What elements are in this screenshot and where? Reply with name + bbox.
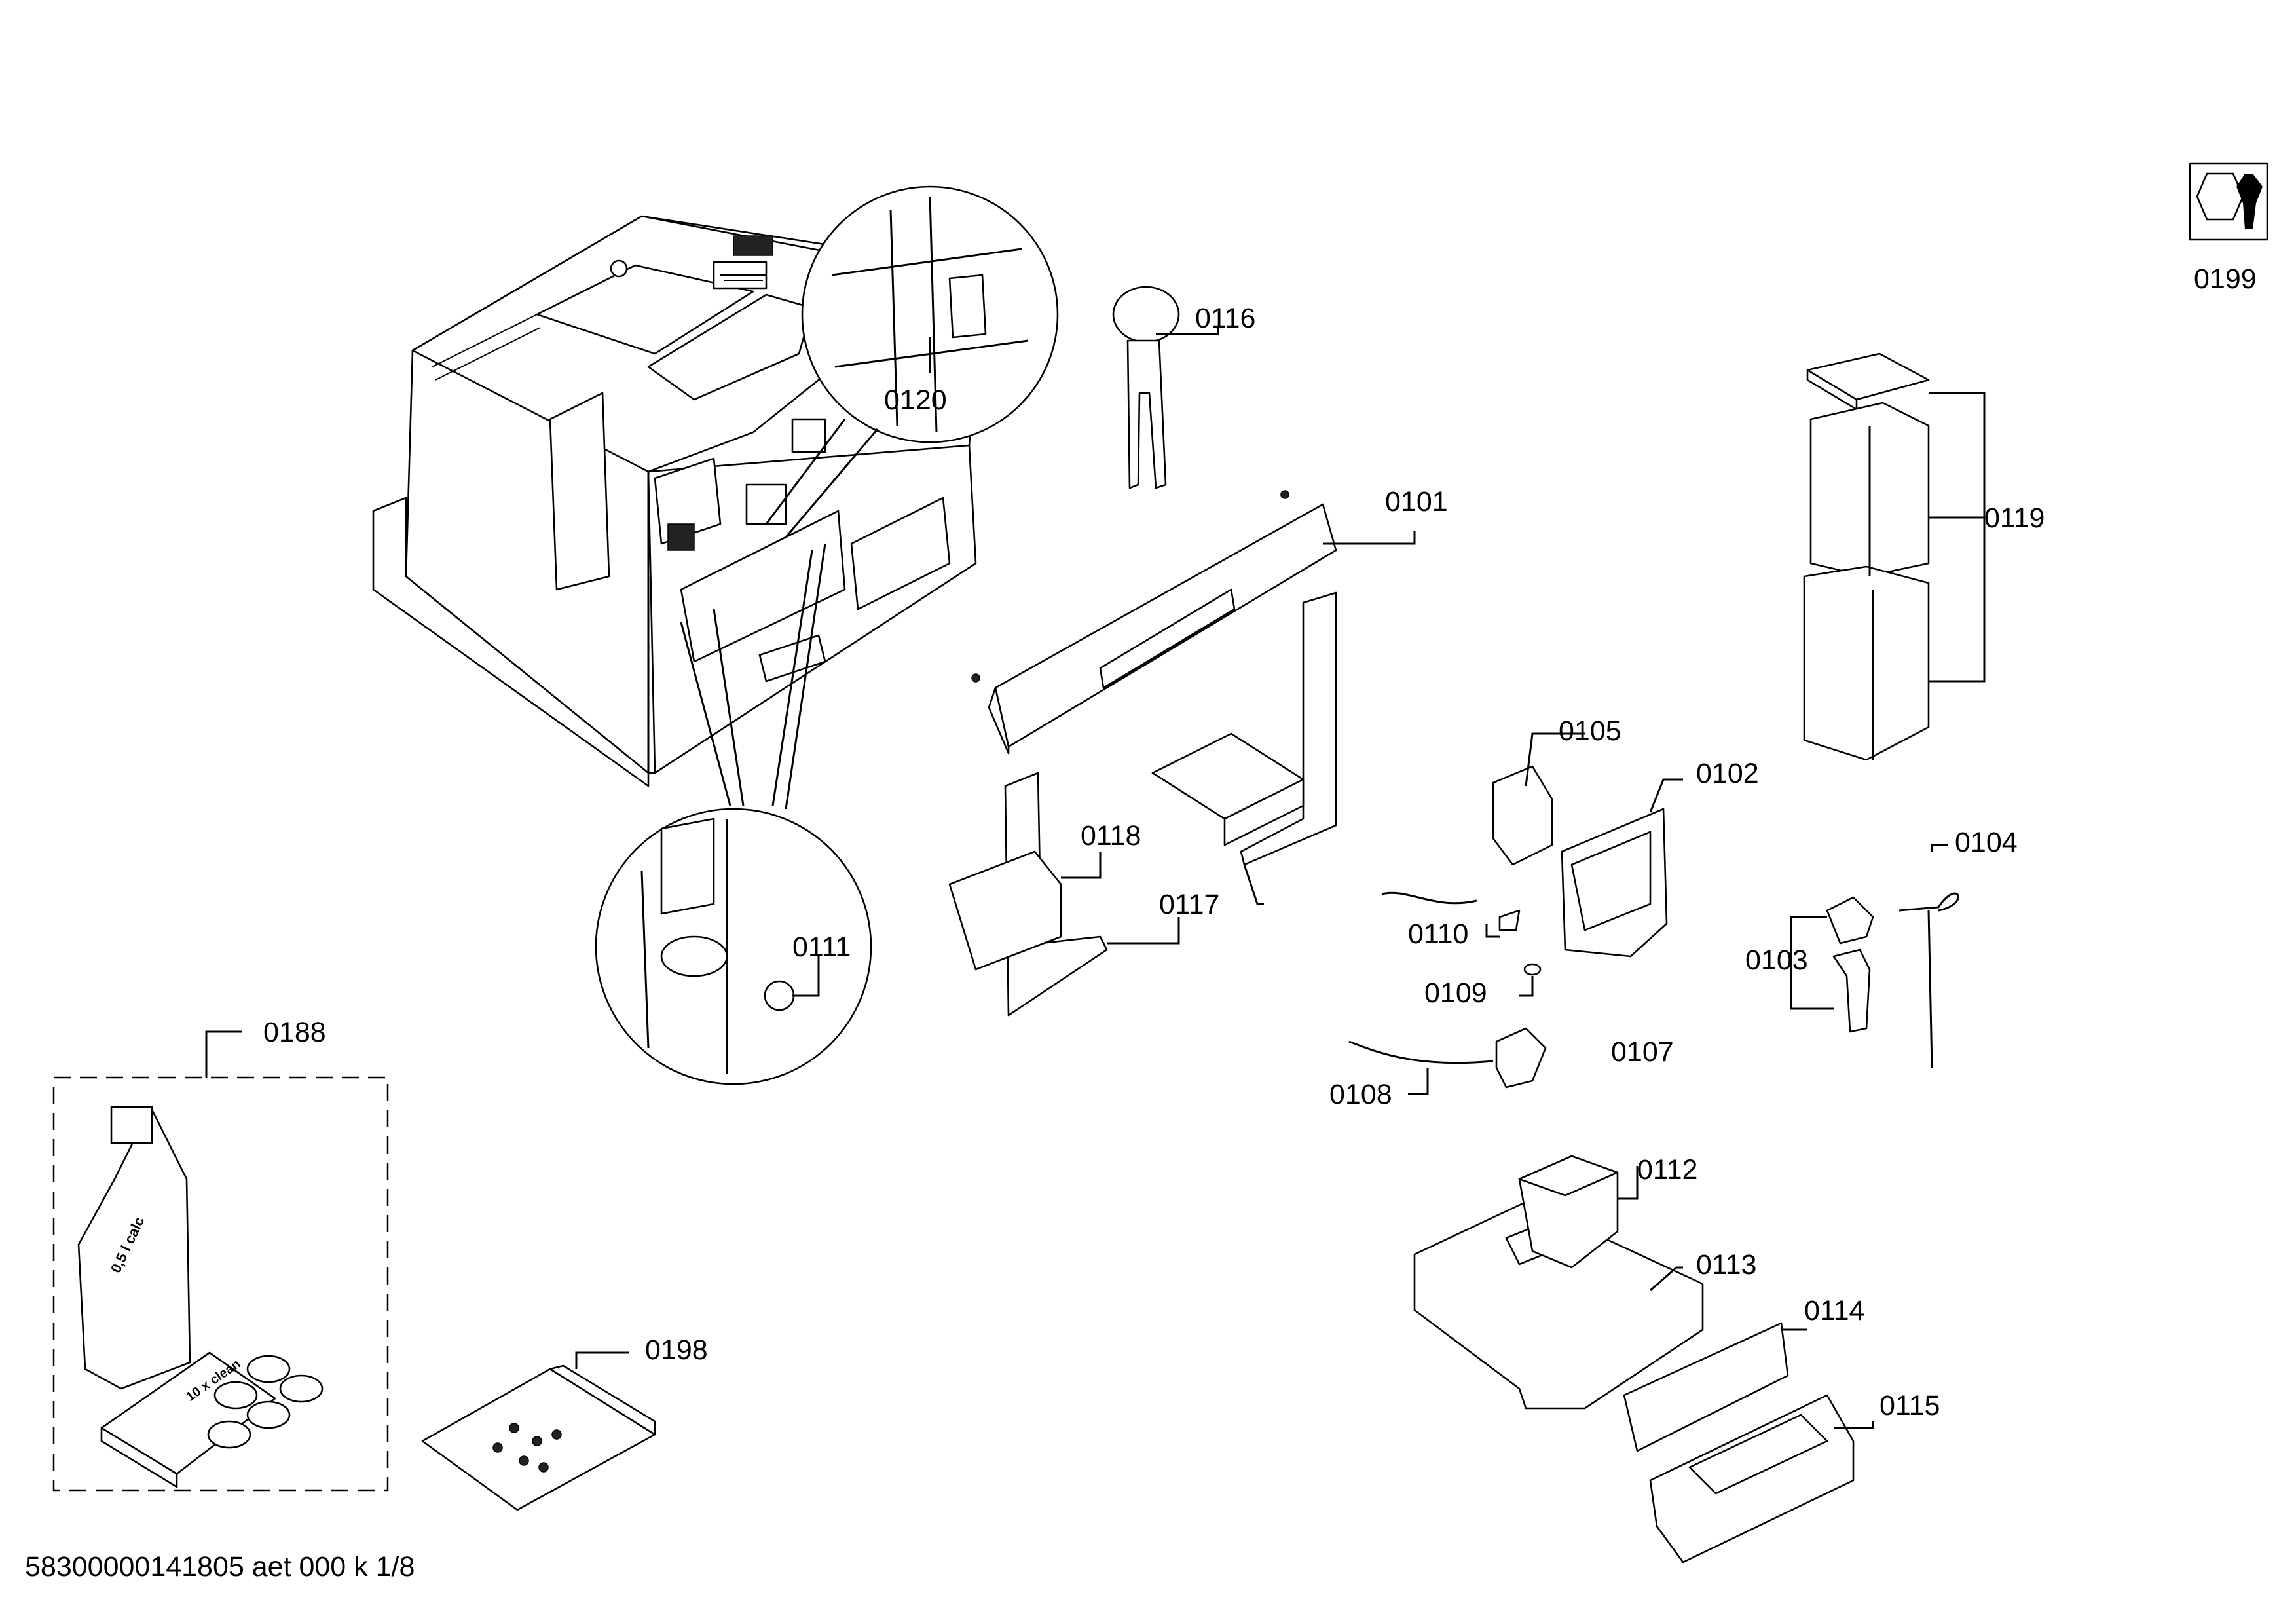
part-0198 (421, 1351, 656, 1511)
part-0119 (1803, 352, 1986, 761)
callout-0109: 0109 (1424, 977, 1487, 1009)
part-0102 (1561, 778, 1683, 958)
callout-0108: 0108 (1329, 1079, 1392, 1110)
callout-0104: 0104 (1955, 827, 2018, 858)
callout-0111: 0111 (792, 931, 851, 963)
part-0101 (971, 490, 1416, 755)
tablet-box (100, 1351, 324, 1488)
callout-0101: 0101 (1385, 486, 1448, 517)
detail-circle-bottom (595, 543, 872, 1085)
part-0104 (1898, 844, 1959, 1068)
callout-0105: 0105 (1559, 715, 1621, 747)
part-0117 (1004, 591, 1337, 1017)
part-0116 (1112, 286, 1219, 489)
callout-0117: 0117 (1159, 889, 1219, 920)
detail-circle-top (765, 185, 1059, 538)
part-0109 (1519, 963, 1542, 997)
callout-0107: 0107 (1611, 1036, 1674, 1068)
callout-0115: 0115 (1879, 1390, 1940, 1421)
callout-0199: 0199 (2194, 263, 2257, 295)
part-0105 (1492, 732, 1585, 866)
callout-0119: 0119 (1984, 502, 2045, 534)
callout-0110: 0110 (1408, 918, 1468, 950)
wrench-nut-icon (2189, 162, 2268, 241)
callout-0188: 0188 (263, 1017, 326, 1048)
callout-0113: 0113 (1696, 1249, 1756, 1281)
callout-0116: 0116 (1195, 303, 1255, 334)
callout-0118: 0118 (1081, 820, 1141, 852)
part-0114 (1623, 1322, 1807, 1452)
part-0112 (1518, 1155, 1639, 1269)
callout-0120: 0120 (884, 385, 947, 416)
part-0118 (948, 732, 1305, 971)
callout-0112: 0112 (1637, 1154, 1697, 1186)
part-0110 (1381, 891, 1521, 938)
callout-0198: 0198 (645, 1334, 708, 1366)
callout-0103: 0103 (1745, 945, 1808, 976)
part-0108 (1348, 1027, 1547, 1095)
callout-0114: 0114 (1804, 1295, 1864, 1326)
part-0188 (52, 1030, 389, 1492)
callout-0102: 0102 (1696, 758, 1759, 789)
part-0115 (1649, 1394, 1874, 1564)
document-footer: 58300000141805 aet 000 k 1/8 (25, 1551, 415, 1583)
part-0103 (1790, 896, 1874, 1033)
